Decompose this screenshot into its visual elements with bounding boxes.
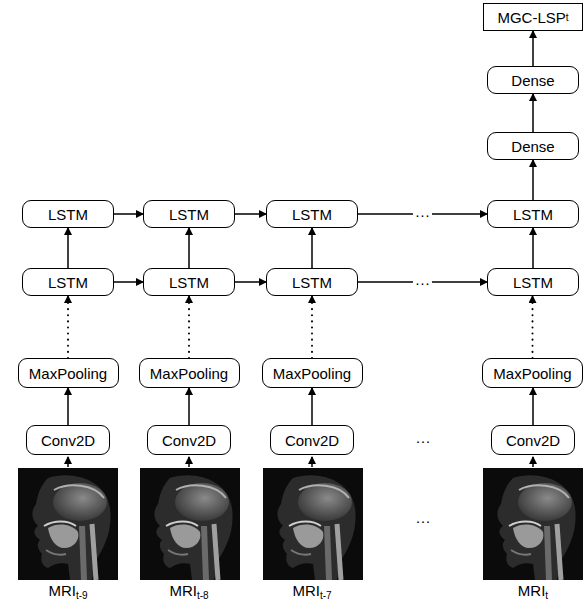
lstm-layer: LSTM	[487, 268, 579, 296]
ellipsis-label: ···	[414, 512, 433, 529]
conv2d-layer: Conv2D	[491, 425, 575, 455]
flow-arrow	[114, 281, 143, 283]
dotted-arrow	[311, 296, 313, 358]
conv2d-layer: Conv2D	[147, 425, 231, 455]
flow-arrow	[67, 228, 69, 268]
maxpooling-layer: MaxPooling	[482, 358, 583, 388]
subscript: t	[566, 12, 569, 23]
flow-arrow	[114, 213, 143, 215]
ellipsis: ···	[416, 512, 431, 529]
layer-name: LSTM	[169, 274, 209, 291]
flow-arrow	[235, 213, 266, 215]
lstm-layer: LSTM	[266, 268, 358, 296]
flow-arrow	[532, 94, 534, 132]
layer-name: MGC-LSP	[497, 9, 565, 26]
flow-arrow	[532, 31, 534, 66]
layer-name: Dense	[511, 138, 554, 155]
lstm-layer: LSTM	[143, 200, 235, 228]
flow-arrow	[188, 388, 190, 425]
edge-ellipsis: ···	[413, 274, 432, 291]
layer-name: LSTM	[513, 274, 553, 291]
flow-arrow	[188, 228, 190, 268]
image-caption: MRIt-8	[167, 582, 210, 601]
flow-arrow	[532, 160, 534, 200]
time-subscript: t	[545, 590, 548, 601]
layer-name: Conv2D	[41, 432, 95, 449]
image-caption: MRIt	[516, 582, 550, 601]
layer-name: Conv2D	[162, 432, 216, 449]
lstm-layer: LSTM	[22, 200, 114, 228]
image-label: MRI	[169, 582, 197, 599]
ellipsis-label: ···	[414, 432, 433, 449]
flow-arrow	[311, 228, 313, 268]
layer-name: Conv2D	[506, 432, 560, 449]
layer-name: Conv2D	[285, 432, 339, 449]
image-label: MRI	[48, 582, 76, 599]
flow-arrow	[532, 388, 534, 425]
layer-name: LSTM	[513, 206, 553, 223]
layer-name: LSTM	[169, 206, 209, 223]
layer-name: MaxPooling	[29, 365, 107, 382]
dotted-arrow	[532, 296, 534, 358]
time-subscript: t-8	[197, 590, 209, 601]
lstm-layer: LSTM	[22, 268, 114, 296]
maxpooling-layer: MaxPooling	[139, 358, 240, 388]
dotted-arrow	[188, 296, 190, 358]
maxpooling-layer: MaxPooling	[262, 358, 363, 388]
time-subscript: t-9	[76, 590, 88, 601]
output-box: MGC-LSPt	[483, 3, 583, 31]
layer-name: MaxPooling	[493, 365, 571, 382]
layer-name: LSTM	[48, 274, 88, 291]
conv2d-layer: Conv2D	[26, 425, 110, 455]
dense-layer: Dense	[487, 132, 579, 160]
flow-arrow	[67, 388, 69, 425]
lstm-layer: LSTM	[487, 200, 579, 228]
flow-arrow	[235, 281, 266, 283]
layer-name: MaxPooling	[150, 365, 228, 382]
dense-layer: Dense	[487, 66, 579, 94]
dotted-arrow	[67, 296, 69, 358]
image-label: MRI	[518, 582, 546, 599]
conv2d-layer: Conv2D	[270, 425, 354, 455]
image-caption: MRIt-7	[290, 582, 333, 601]
layer-name: Dense	[511, 72, 554, 89]
layer-name: LSTM	[48, 206, 88, 223]
layer-name: LSTM	[292, 206, 332, 223]
flow-arrow	[532, 228, 534, 268]
ellipsis: ···	[416, 432, 431, 449]
lstm-layer: LSTM	[143, 268, 235, 296]
layer-name: LSTM	[292, 274, 332, 291]
image-caption: MRIt-9	[46, 582, 89, 601]
edge-ellipsis: ···	[413, 206, 432, 223]
image-label: MRI	[292, 582, 320, 599]
lstm-layer: LSTM	[266, 200, 358, 228]
time-subscript: t-7	[320, 590, 332, 601]
flow-arrow	[311, 388, 313, 425]
layer-name: MaxPooling	[273, 365, 351, 382]
maxpooling-layer: MaxPooling	[18, 358, 119, 388]
